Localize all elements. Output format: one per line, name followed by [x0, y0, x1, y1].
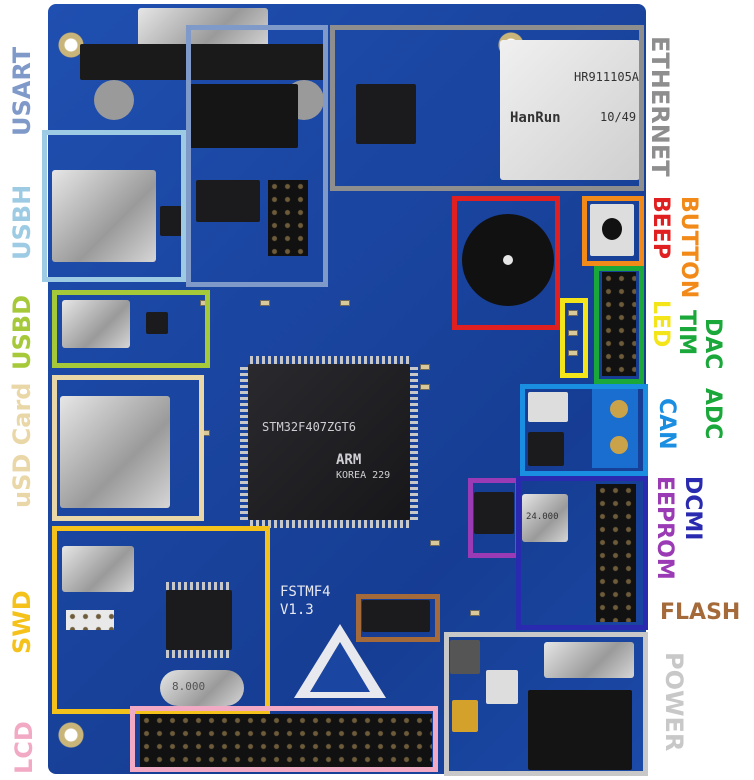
smd-component — [420, 384, 430, 390]
usb-a-connector — [52, 170, 156, 262]
jack-date: 10/49 — [600, 110, 637, 124]
small-crystal-text: 24.000 — [526, 512, 559, 522]
microsd-socket — [60, 396, 170, 508]
terminal-screw — [610, 400, 628, 418]
flash-box — [356, 594, 440, 642]
smd-component — [340, 300, 350, 306]
jack-brand: HanRun — [510, 110, 561, 126]
label-led: LED — [648, 300, 673, 348]
power-box — [444, 632, 648, 776]
dcmi-box — [516, 476, 648, 630]
mcu-pins-top — [250, 356, 410, 364]
swd-mini-usb — [62, 546, 134, 592]
ethernet-phy — [356, 84, 416, 144]
inductor — [486, 670, 518, 704]
eeprom-box — [468, 478, 520, 558]
swd-header — [66, 610, 114, 630]
mcu-pins-left — [240, 364, 248, 520]
led — [568, 350, 578, 356]
label-dcmi: DCMI — [680, 476, 705, 541]
swd-mcu — [166, 590, 232, 650]
usbd-chip — [146, 312, 168, 334]
mounting-hole — [58, 722, 84, 748]
lcd-box — [130, 706, 438, 772]
tim-box — [594, 266, 644, 384]
flash-chip — [362, 600, 430, 632]
mcu-code: KOREA 229 — [336, 470, 391, 481]
label-can: CAN — [654, 398, 679, 450]
mounting-hole — [58, 32, 84, 58]
label-eeprom: EEPROM — [652, 476, 677, 580]
label-swd: SWD — [8, 590, 36, 654]
esd-logo — [294, 624, 386, 698]
mcu-pins-right — [410, 364, 418, 520]
usbd-box — [52, 290, 210, 368]
tim-header — [602, 272, 636, 376]
rj45-jack — [500, 40, 640, 180]
label-adc: ADC — [700, 388, 725, 440]
label-ethernet: ETHERNET — [646, 36, 674, 177]
label-tim: TIM — [674, 310, 699, 356]
smd-component — [470, 610, 480, 616]
label-usbh: USBH — [8, 184, 36, 260]
usart-jumpers — [268, 180, 308, 256]
db9-flange — [80, 44, 328, 80]
lcd-header — [140, 714, 432, 770]
button-cap — [602, 218, 622, 240]
usbh-chip — [160, 206, 182, 236]
usd-box — [52, 375, 204, 521]
can-button — [528, 392, 568, 422]
board-version: V1.3 — [280, 602, 314, 618]
board-name: FSTMF4 — [280, 584, 331, 600]
can-transceiver — [528, 432, 564, 466]
label-flash: FLASH — [660, 600, 741, 625]
dc-jack — [528, 690, 632, 770]
label-beep: BEEP — [648, 196, 673, 259]
usart-box — [186, 25, 328, 287]
ethernet-box — [330, 25, 644, 191]
can-box — [520, 384, 648, 476]
led — [568, 310, 578, 316]
label-lcd: LCD — [10, 721, 38, 774]
tantalum-cap — [452, 700, 478, 732]
db9-body — [190, 84, 298, 148]
label-usd: uSD Card — [8, 382, 36, 508]
mcu-pins-bottom — [250, 520, 410, 528]
button-box — [582, 196, 644, 266]
jack-part: HR911105A — [574, 70, 640, 84]
label-usart: USART — [8, 46, 36, 136]
swd-mcu-pins — [166, 582, 232, 590]
regulator — [450, 640, 480, 674]
smd-component — [420, 364, 430, 370]
rs232-chip — [196, 180, 260, 222]
buzzer-hole — [503, 255, 513, 265]
label-button: BUTTON — [676, 196, 701, 299]
mini-usb-connector — [62, 300, 130, 348]
led-box — [560, 298, 588, 378]
swd-crystal — [160, 670, 244, 706]
eeprom-chip — [474, 492, 514, 534]
smd-component — [260, 300, 270, 306]
label-power: POWER — [660, 652, 688, 752]
small-crystal — [522, 494, 568, 542]
usbh-box — [42, 130, 186, 282]
smd-component — [430, 540, 440, 546]
dcmi-header — [596, 484, 636, 622]
label-dac: DAC — [700, 318, 725, 370]
db9-screw-left — [94, 80, 134, 120]
terminal-screw — [610, 436, 628, 454]
led — [568, 330, 578, 336]
power-switch — [544, 642, 634, 678]
main-mcu — [248, 364, 410, 520]
mcu-logo: ARM — [336, 452, 362, 468]
beep-box — [452, 196, 560, 330]
crystal-text: 8.000 — [172, 680, 206, 693]
mcu-markings: STM32F407ZGT6 — [262, 420, 356, 434]
swd-box — [52, 526, 270, 714]
label-usbd: USBD — [8, 295, 36, 370]
swd-mcu-pins — [166, 650, 232, 658]
